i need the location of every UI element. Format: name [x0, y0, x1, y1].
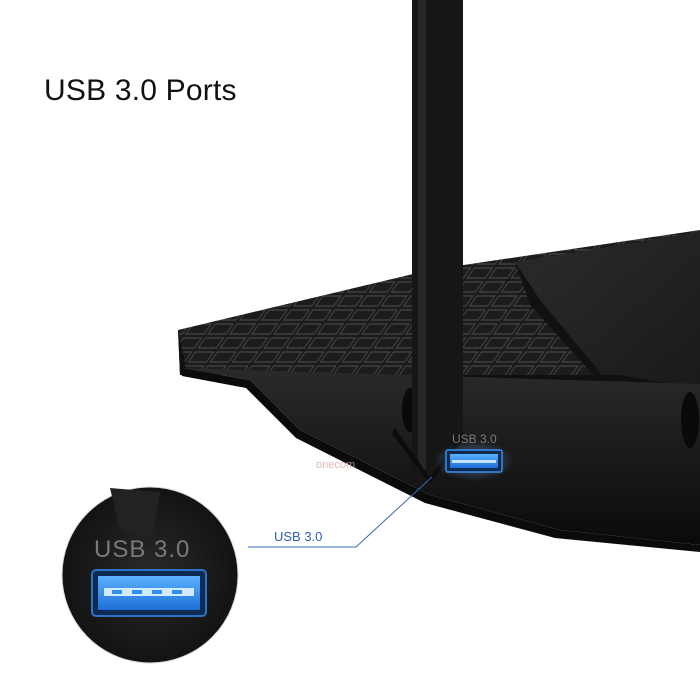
callout-line — [248, 476, 433, 548]
page-title: USB 3.0 Ports — [44, 74, 237, 107]
callout-label: USB 3.0 — [274, 529, 323, 544]
usb-port-icon — [434, 441, 514, 481]
router-top-panel — [515, 232, 700, 388]
zoom-port-label: USB 3.0 — [94, 536, 191, 563]
router-antenna — [392, 0, 463, 484]
router-port-label: USB 3.0 — [452, 432, 497, 446]
watermark: onecom — [316, 459, 356, 471]
zoom-circle — [61, 486, 239, 664]
